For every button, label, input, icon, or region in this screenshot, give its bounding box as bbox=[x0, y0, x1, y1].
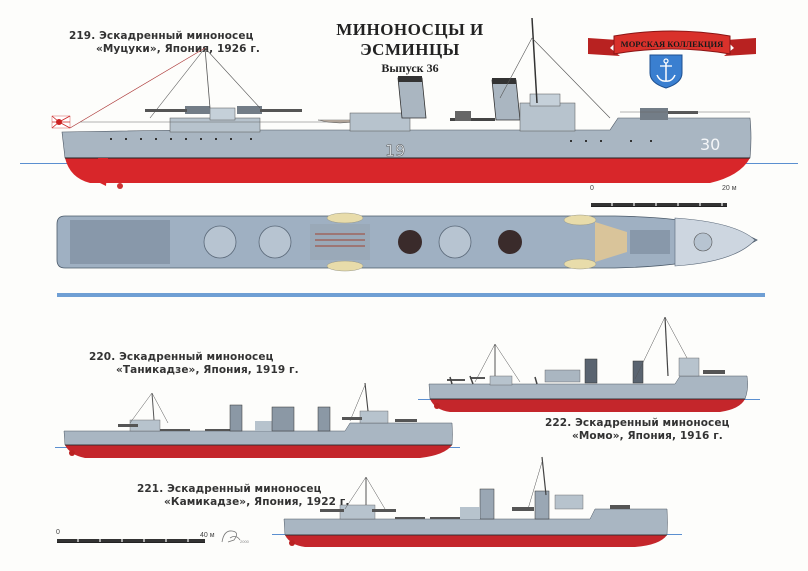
ship-caption-222: 222. Эскадренный миноносец «Момо», Япони… bbox=[545, 417, 730, 442]
svg-text:2000: 2000 bbox=[240, 539, 250, 544]
ship-caption-220: 220. Эскадренный миноносец «Таникадзе», … bbox=[89, 351, 299, 376]
issue-label: Выпуск 36 bbox=[381, 61, 439, 75]
ship-caption-221: 221. Эскадренный миноносец «Камикадзе», … bbox=[137, 483, 350, 508]
series-banner-text: МОРСКАЯ КОЛЛЕКЦИЯ bbox=[621, 39, 724, 49]
scale-top-end: 20 м bbox=[722, 185, 737, 192]
scale-bottom-start: 0 bbox=[56, 529, 60, 536]
series-banner: МОРСКАЯ КОЛЛЕКЦИЯ bbox=[588, 30, 756, 56]
ship-219-top-plan bbox=[56, 212, 758, 272]
ship-220-side-profile bbox=[63, 382, 453, 458]
ship-221-side-profile bbox=[283, 456, 668, 547]
anchor-shield-icon bbox=[649, 54, 683, 89]
scale-bar-bottom bbox=[57, 539, 205, 543]
ship-caption-219: 219. Эскадренный миноносец «Муцуки», Япо… bbox=[69, 30, 261, 55]
scale-bottom-end: 40 м bbox=[200, 532, 215, 539]
page-title: МИНОНОСЦЫ И ЭСМИНЦЫ bbox=[336, 20, 484, 59]
hull-number-bow: 30 bbox=[700, 135, 720, 154]
section-separator bbox=[57, 293, 765, 297]
ship-219-side-profile: 19 30 bbox=[51, 17, 752, 189]
artist-signature-icon: 2000 bbox=[221, 530, 250, 544]
scale-bar-top bbox=[591, 203, 727, 207]
hull-number-mid: 19 bbox=[385, 141, 405, 160]
naval-ensign-icon bbox=[51, 115, 71, 129]
scale-top-start: 0 bbox=[590, 185, 594, 192]
page-title-block: МИНОНОСЦЫ И ЭСМИНЦЫ Выпуск 36 bbox=[290, 20, 530, 76]
ship-222-side-profile bbox=[428, 316, 748, 412]
